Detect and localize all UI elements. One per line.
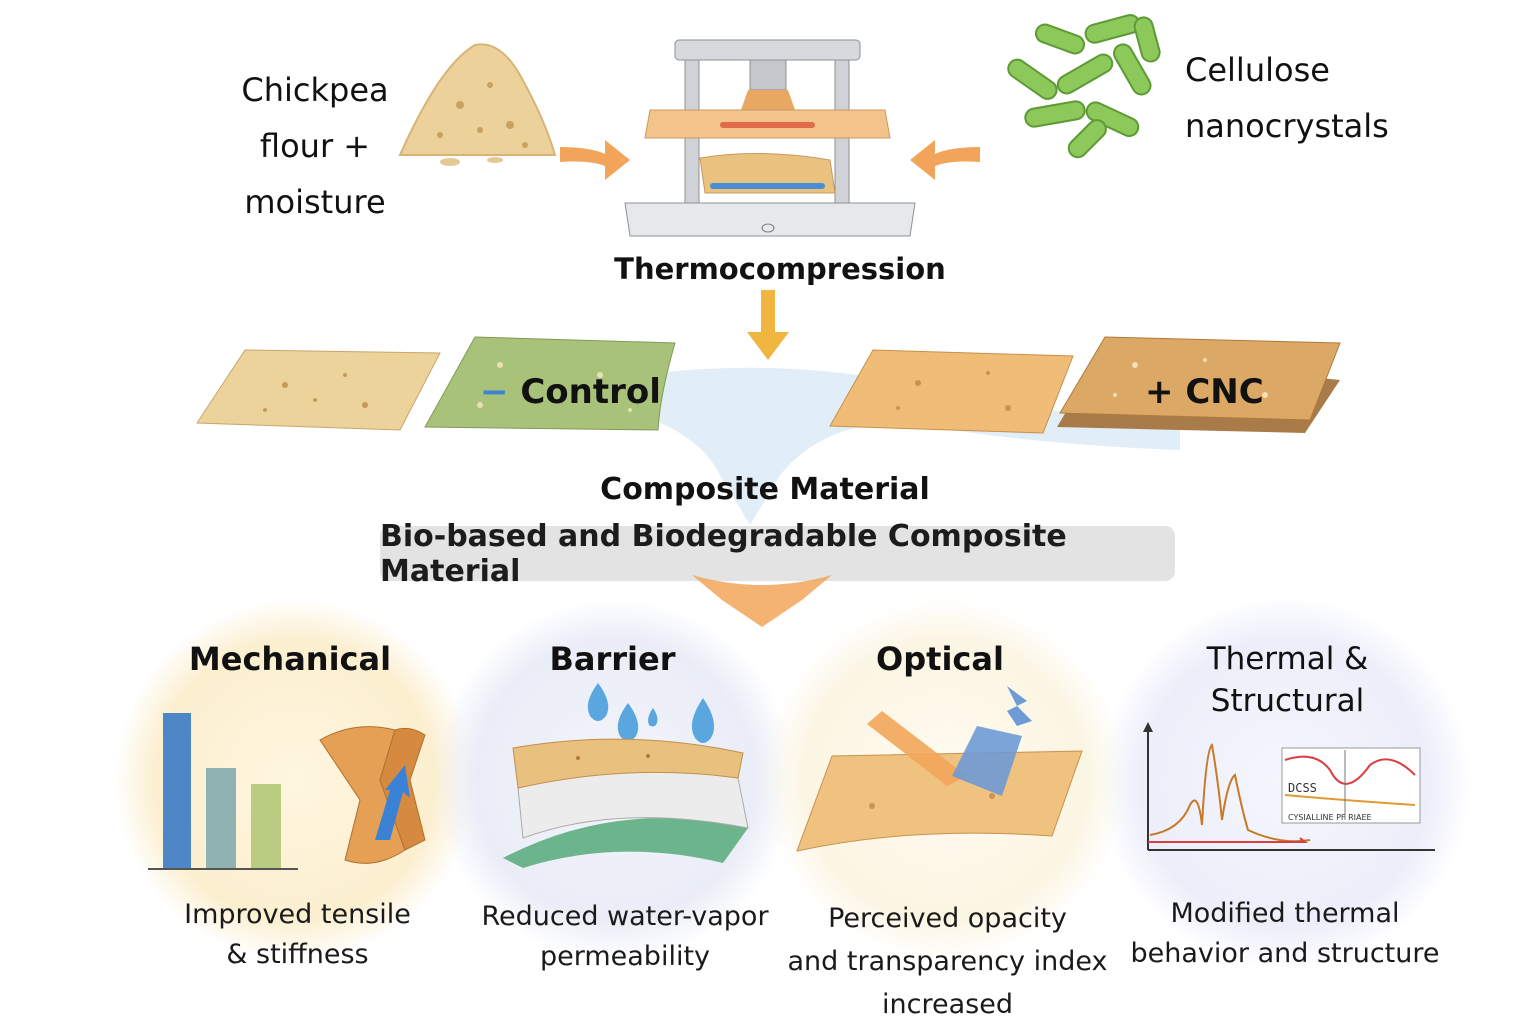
control-label: − Control [480,372,661,412]
flour-label-line1: Chickpea [241,71,389,109]
thermal-chart-icon: DCSS CYSIALLINE PF RIAEE [1143,722,1435,851]
composite-down-arrow [692,575,832,627]
composite-heading: Composite Material [600,472,930,507]
water-stream [640,367,1180,525]
thermal-inset-label: DCSS [1288,781,1317,795]
thermal-desc: Modified thermal behavior and structure [1125,894,1445,974]
barrier-desc-line2: permeability [539,941,711,972]
thermal-title: Thermal & Structural [1160,638,1415,722]
light-ray-icon [867,686,1032,796]
film-sample-plain-2 [829,349,1074,434]
composite-band: Bio-based and Biodegradable Composite Ma… [380,519,1175,589]
mechanical-desc: Improved tensile & stiffness [140,895,455,975]
process-label: Thermocompression [614,252,946,286]
optical-desc: Perceived opacity and transparency index… [780,897,1115,1026]
mechanical-desc-line2: & stiffness [226,939,369,970]
barrier-desc-line1: Reduced water-vapor [481,901,769,932]
optical-film-icon [796,686,1083,852]
flour-pile-icon [398,43,557,166]
film-sample-control [424,336,676,431]
film-sample-plain-1 [196,349,441,431]
optical-desc-line3: increased [882,989,1013,1020]
thermal-title-line1: Thermal & [1206,641,1369,677]
cnc-label-line1: Cellulose [1185,51,1330,89]
thermal-inset-caption: CYSIALLINE PF RIAEE [1288,813,1372,822]
control-text: Control [520,372,661,412]
cnc-to-press-arrow [910,140,980,180]
process-down-arrow [747,290,789,360]
cnc-sample-label: + CNC [1145,372,1264,412]
minus-sign: − [480,372,509,412]
optical-title: Optical [876,640,1004,678]
press-icon [624,39,916,237]
optical-desc-line1: Perceived opacity [828,903,1067,934]
torn-film-icon [319,726,426,864]
cnc-crystals-icon [1007,14,1161,159]
barrier-film-icon [503,683,749,868]
thermal-title-line2: Structural [1210,683,1365,719]
flour-label-line3: moisture [244,183,386,221]
bar-chart-icon [148,713,298,870]
film-sample-cnc [1057,336,1341,433]
mechanical-desc-line1: Improved tensile [184,899,411,930]
flour-input-label: Chickpea flour + moisture [215,62,415,230]
thermal-desc-line1: Modified thermal [1170,898,1400,929]
flour-label-line2: flour + [259,127,371,165]
optical-desc-line2: and transparency index [787,946,1108,977]
thermal-desc-line2: behavior and structure [1130,938,1440,969]
cnc-label-line2: nanocrystals [1185,107,1389,145]
mechanical-title: Mechanical [188,640,392,678]
cnc-input-label: Cellulose nanocrystals [1185,42,1389,154]
barrier-desc: Reduced water-vapor permeability [470,897,780,977]
flour-to-press-arrow [560,140,630,180]
barrier-title: Barrier [549,640,676,678]
